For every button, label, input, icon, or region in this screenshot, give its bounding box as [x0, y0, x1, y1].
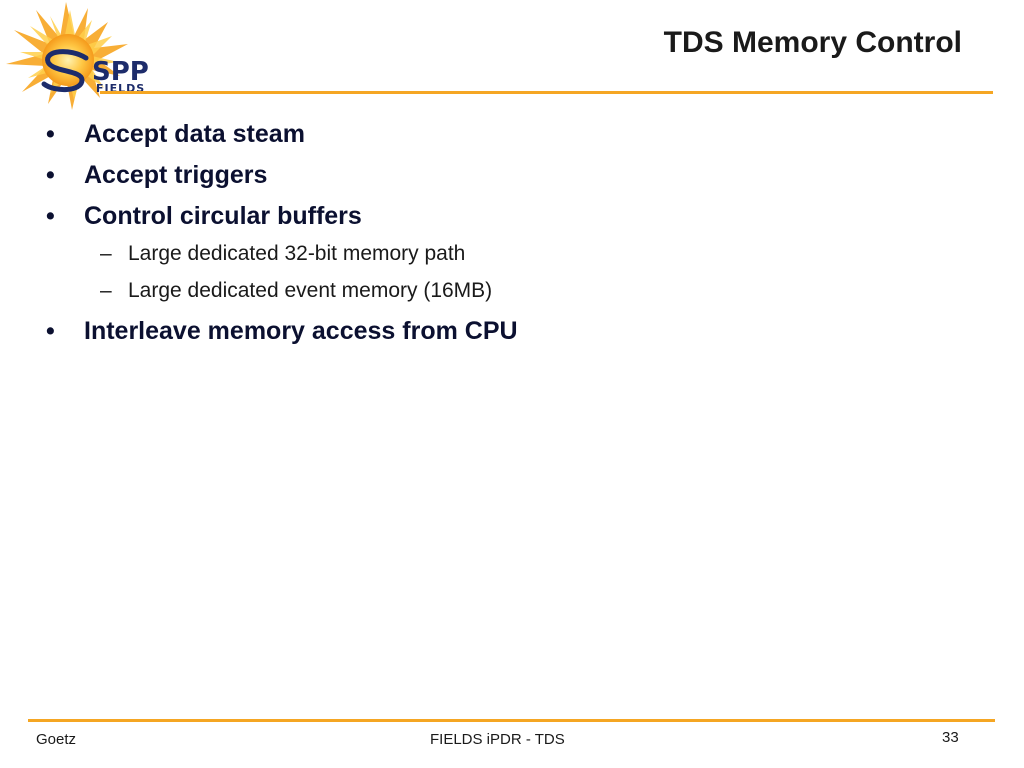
bullet-marker: •: [46, 202, 55, 230]
sun-burst-icon: [6, 2, 128, 110]
spp-fields-logo: SPP FIELDS: [6, 2, 149, 110]
bullet-item: • Control circular buffers: [42, 198, 942, 239]
footer-title: FIELDS iPDR - TDS: [430, 731, 565, 748]
footer-author: Goetz: [36, 731, 77, 748]
bullet-text: Accept triggers: [84, 161, 268, 189]
logo-text-main: SPP: [92, 57, 149, 87]
bullet-marker: •: [46, 317, 55, 345]
bullet-item: • Accept triggers: [42, 157, 942, 198]
bullet-marker: •: [46, 161, 55, 189]
slide-title: TDS Memory Control: [663, 26, 962, 59]
bullet-item: • Accept data steam: [42, 116, 942, 157]
page-number: 33: [942, 729, 959, 746]
sub-bullet-text: Large dedicated event memory (16MB): [128, 279, 493, 302]
sub-bullet-text: Large dedicated 32-bit memory path: [128, 242, 466, 265]
sub-bullet-item: – Large dedicated event memory (16MB): [42, 276, 942, 313]
bullet-text: Interleave memory access from CPU: [84, 317, 518, 345]
sub-bullet-item: – Large dedicated 32-bit memory path: [42, 239, 942, 276]
bullet-list: • Accept data steam • Accept triggers • …: [42, 116, 942, 354]
bullet-marker: •: [46, 120, 55, 148]
footer-divider: [28, 719, 995, 722]
sub-bullet-marker: –: [100, 279, 112, 302]
bullet-text: Control circular buffers: [84, 202, 362, 230]
bullet-text: Accept data steam: [84, 120, 305, 148]
sub-bullet-marker: –: [100, 242, 112, 265]
title-divider: [100, 91, 993, 94]
bullet-item: • Interleave memory access from CPU: [42, 313, 942, 354]
